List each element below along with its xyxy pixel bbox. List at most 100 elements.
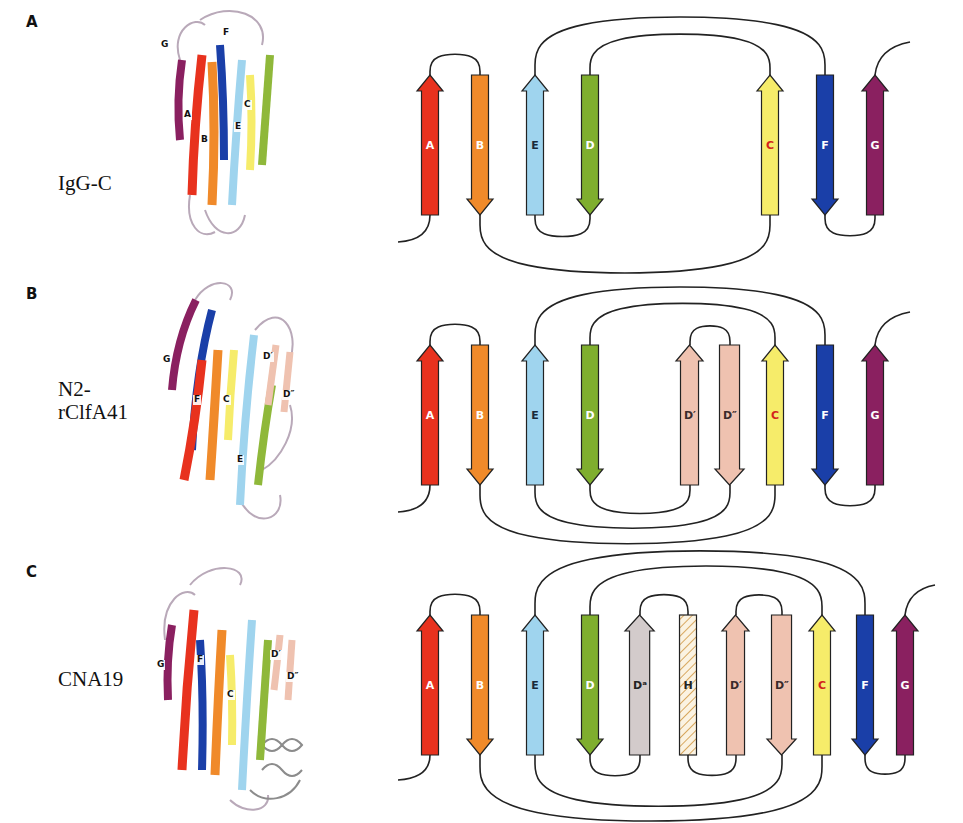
strand-label: C [818,679,826,692]
ribbon-letter: G [162,355,171,365]
strand-arrow: A [417,345,443,485]
loop-connector [690,326,730,345]
strand-arrow: G [892,615,918,755]
loop-connector [535,215,590,236]
strand-label: C [771,409,779,422]
loop-connector [480,755,822,821]
ribbon-n2-rclfa41 [172,283,293,518]
loop-connector [590,566,822,615]
ribbon-letter: D″ [282,390,296,400]
loop-connector [865,755,905,774]
loop-connector [590,485,690,513]
strand-label: E [531,679,539,692]
loop-connector [640,595,688,615]
ribbon-letter: B [200,135,209,145]
strand-arrow: G [862,345,888,485]
strand-label: B [476,409,484,422]
ribbon-igg-c [178,11,270,234]
strand-label: G [870,139,879,152]
strand-label: B [476,139,484,152]
strand-label: D [585,409,594,422]
strand-label: C [766,139,774,152]
strand-label: Dᵃ [633,679,647,692]
loop-connector [480,215,770,273]
loop-connector [590,755,640,776]
strand-arrow: A [417,615,443,755]
strand-arrow: C [757,75,783,215]
loop-connector [480,485,775,544]
strand-arrow: G [862,75,888,215]
strand-label: B [476,679,484,692]
strand-label: D″ [775,679,789,692]
ribbon-letter: G [156,660,165,670]
strand-label: G [900,679,909,692]
loop-connector [430,324,480,345]
loop-connector [688,755,736,775]
ribbon-letter: D″ [286,672,300,682]
panel-name: IgG-C [58,172,112,195]
strand-arrow: F [852,615,878,755]
strand-arrow: E [522,345,548,485]
strand-label: A [426,409,435,422]
strand-arrow: E [522,75,548,215]
strand-label: F [821,139,829,152]
ribbon-letter: C [243,100,252,110]
ribbon-letter: C [226,690,235,700]
strand-label: D′ [730,679,742,692]
loop-connector [535,287,825,345]
ribbon-letter: G [160,40,169,50]
strand-label: F [861,679,869,692]
strand-label: D [585,679,594,692]
ribbon-letter: E [236,455,244,465]
strand-arrow: F [812,75,838,215]
strand-arrow: B [467,345,493,485]
loop-connector [535,755,782,806]
strand-label: A [426,139,435,152]
strand-arrow: E [522,615,548,755]
strand-label: D [585,139,594,152]
strand-arrow: C [809,615,835,755]
ribbon-letter: E [234,122,242,132]
strand-arrow: D′ [722,615,749,755]
helix-bar: H [675,615,701,755]
panel-letter: A [26,14,38,31]
strand-arrow: D [577,615,603,755]
loop-connector [825,215,875,236]
strand-arrow: C [762,345,788,485]
strand-arrow: B [467,75,493,215]
strand-label: D′ [684,409,696,422]
strand-label: F [821,409,829,422]
strand-arrow: F [812,345,838,485]
loop-connector [430,594,480,615]
strand-arrow: D″ [715,345,744,485]
strand-arrow: D′ [676,345,703,485]
strand-arrow: A [417,75,443,215]
strand-label: D″ [723,409,737,422]
strand-arrow: D [577,75,603,215]
loop-connector [825,485,875,506]
loop-connector [430,54,480,75]
strand-label: E [531,139,539,152]
strand-label: G [870,409,879,422]
strand-label: H [683,679,692,692]
panel-name: CNA19 [58,668,123,691]
panel-letter: B [26,286,37,303]
ribbon-letter: D′ [262,352,274,362]
panel-name: N2- rClfA41 [58,378,138,424]
ribbon-letter: C [222,395,231,405]
ribbon-letter: F [196,655,204,665]
strand-arrow: B [467,615,493,755]
loop-connector [535,485,730,528]
strand-label: A [426,679,435,692]
ribbon-letter: A [183,110,192,120]
ribbon-letter: F [222,28,230,38]
strand-arrow: Dᵃ [625,615,654,755]
ribbon-letter: D′ [270,650,282,660]
loop-connector [590,303,775,345]
loop-connector [535,17,825,75]
strand-label: E [531,409,539,422]
chain-termini [398,42,935,780]
ribbon-letter: F [193,395,201,405]
strand-arrow: D [577,345,603,485]
panel-letter: C [26,564,37,581]
